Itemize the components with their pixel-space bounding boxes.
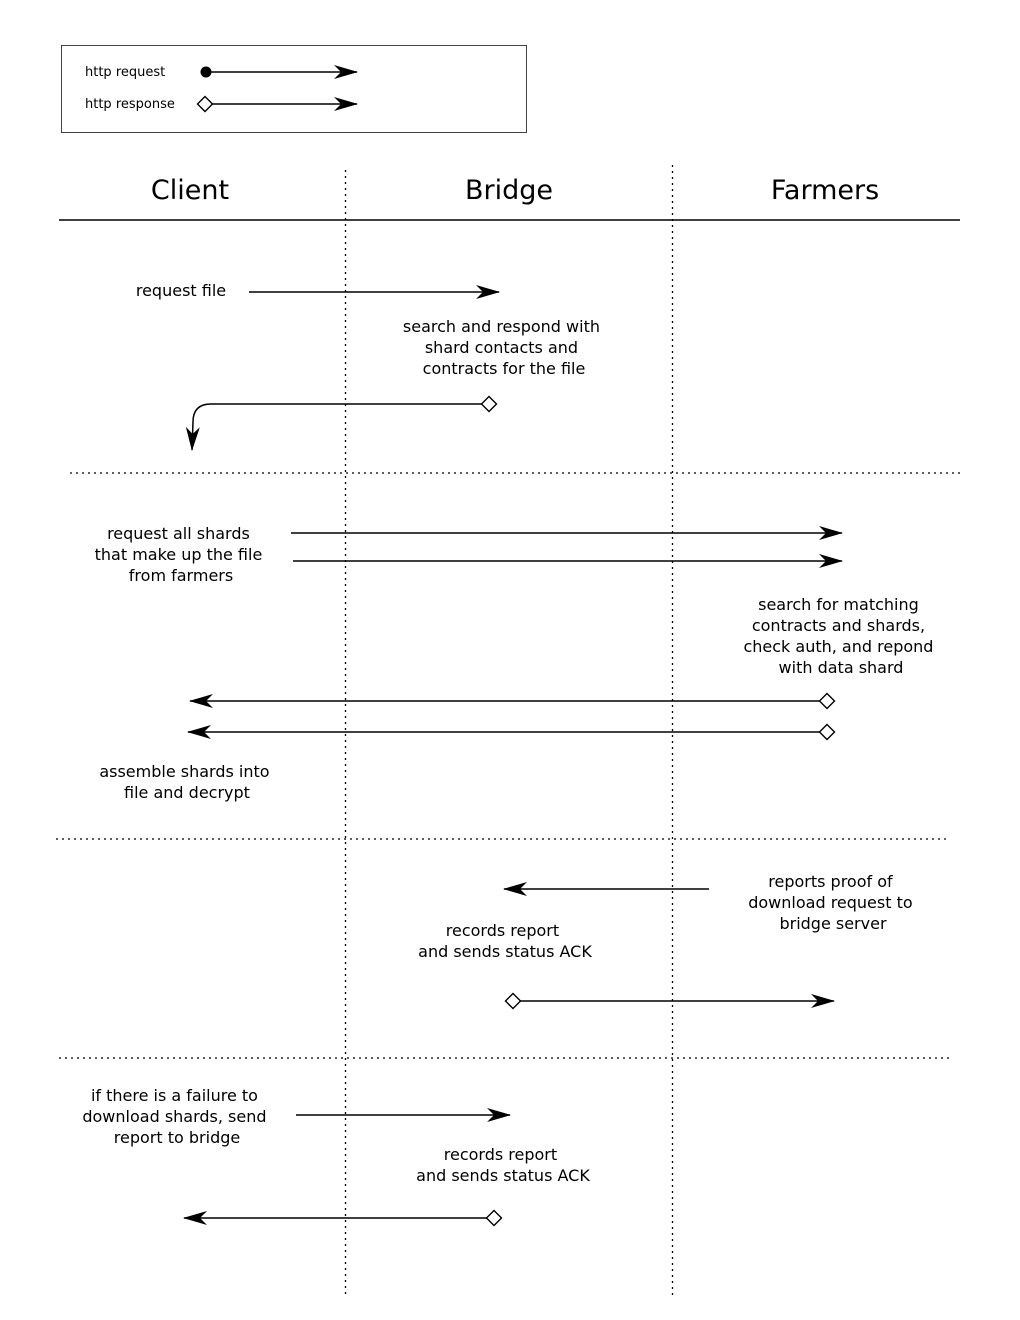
arrow-shard-contacts-response [185, 395, 498, 451]
lane-header-bridge: Bridge [465, 175, 553, 206]
note-failure-report: if there is a failure to download shards… [82, 1086, 271, 1147]
legend-box [61, 45, 527, 133]
lane-header-farmers: Farmers [771, 175, 879, 206]
legend: http request http response [61, 45, 527, 133]
note-search-respond: search and respond with shard contacts a… [403, 317, 605, 378]
legend-response-label: http response [85, 97, 175, 112]
lane-header-client: Client [151, 175, 229, 206]
legend-request-label: http request [85, 65, 165, 80]
note-search-matching: search for matching contracts and shards… [743, 595, 938, 677]
note-request-shards: request all shards that make up the file… [95, 524, 268, 585]
note-request-file: request file [136, 281, 226, 300]
note-reports-proof: reports proof of download request to bri… [748, 872, 918, 933]
note-assemble: assemble shards into file and decrypt [99, 762, 274, 802]
note-records-ack-2: records report and sends status ACK [416, 1145, 590, 1185]
note-records-ack-1: records report and sends status ACK [418, 921, 592, 961]
